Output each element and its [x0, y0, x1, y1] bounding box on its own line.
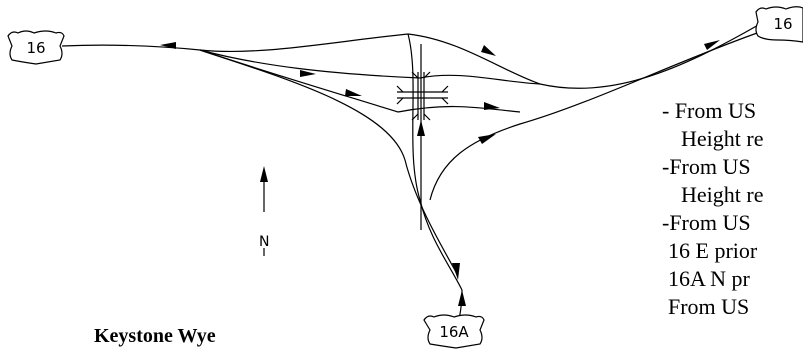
- note-line-3: -From US: [662, 154, 751, 179]
- note-line-7: 16A N pr: [668, 266, 750, 291]
- us16-west-road: [61, 33, 409, 53]
- note-line-8: From US: [668, 294, 750, 319]
- west-south-loop: [407, 33, 463, 291]
- westbound-arrow-2: [481, 45, 496, 56]
- eastbound-arrow-4: [704, 40, 720, 50]
- bridge-east-lane-2: [397, 105, 521, 113]
- route-notes: - From US Height re -From US Height re -…: [662, 97, 763, 321]
- eastbound-arrow-1: [300, 70, 316, 77]
- bridge-symbol: [396, 71, 449, 121]
- us16-west-lane-2: [199, 49, 421, 79]
- note-line-2: Height re: [681, 126, 764, 151]
- east-ramp-upper: [407, 23, 761, 89]
- us16a-shield: 16A: [423, 314, 485, 349]
- north-label: N: [259, 234, 269, 250]
- north-arrow: N: [259, 166, 269, 256]
- eastbound-arrow-2: [345, 89, 362, 96]
- southwest-ramp: [199, 49, 457, 273]
- westbound-arrow: [160, 42, 176, 49]
- diagram-title: Keystone Wye: [94, 325, 216, 347]
- northbound-arrow-1: [458, 290, 466, 306]
- south-east-ramp: [429, 31, 761, 201]
- eastbound-arrow-5: [484, 102, 500, 110]
- us16a-label: 16A: [439, 323, 469, 341]
- eastbound-arrow-3: [478, 134, 496, 144]
- us16-west-shield: 16: [7, 30, 65, 65]
- note-line-5: -From US: [662, 210, 751, 235]
- us16-east-shield: 16: [755, 6, 803, 43]
- note-line-1: - From US: [662, 98, 757, 123]
- note-line-6: 16 E prior: [668, 238, 758, 263]
- northbound-arrow-2: [417, 120, 425, 136]
- southbound-arrow: [452, 263, 460, 280]
- us16-east-label: 16: [773, 15, 792, 33]
- note-line-4: Height re: [681, 182, 764, 207]
- bridge-east-lane: [419, 74, 541, 85]
- us16-west-label: 16: [26, 39, 45, 57]
